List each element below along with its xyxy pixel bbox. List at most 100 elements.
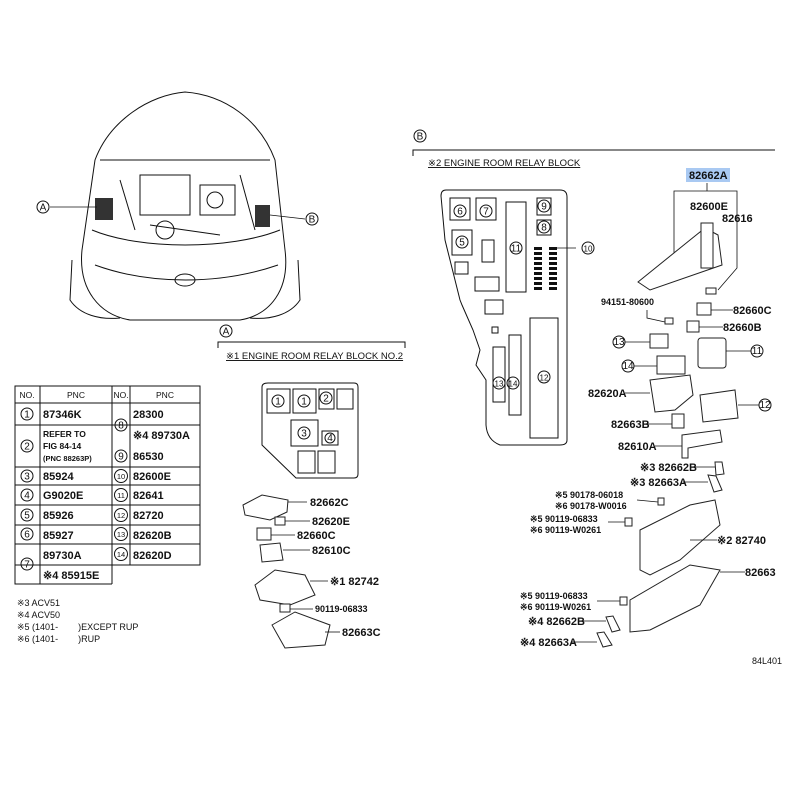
part-label[interactable]: 82662C — [310, 497, 349, 509]
part-label[interactable]: 82610C — [312, 545, 351, 557]
part-label[interactable]: 90119-06833 — [315, 604, 368, 614]
part-label[interactable]: 82620E — [312, 516, 350, 528]
row-number: 5 — [24, 511, 30, 522]
row-number: 3 — [24, 472, 30, 483]
callout-13: 13 — [613, 337, 625, 348]
part-label[interactable]: ※6 90178-W0016 — [555, 501, 627, 511]
part-label[interactable]: ※1 82742 — [330, 576, 379, 588]
slot-14: 14 — [509, 380, 518, 389]
slot-6: 6 — [457, 207, 463, 218]
part-label[interactable]: ※2 82740 — [717, 535, 766, 547]
part-label[interactable]: 82663B — [611, 419, 650, 431]
part-label[interactable]: ※6 90119-W0261 — [520, 602, 591, 612]
callout-11: 11 — [752, 346, 763, 357]
table-header: PNC — [67, 390, 85, 400]
callout-a-car: A — [36, 200, 50, 214]
relay-block-housing — [639, 499, 721, 576]
part-label[interactable]: 82616 — [722, 213, 753, 225]
pnc-cell: FIG 84-14 — [43, 441, 82, 451]
part-label[interactable]: ※4 82662B — [528, 616, 585, 628]
row-number: 4 — [24, 491, 30, 502]
pnc-cell: ※4 85915E — [43, 570, 99, 582]
footnote: ※5 (1401- )EXCEPT RUP — [17, 622, 138, 632]
pnc-cell: G9020E — [43, 490, 83, 502]
pnc-cell: 89730A — [43, 550, 82, 562]
relay-block-outline — [440, 189, 568, 446]
row-number: 10 — [117, 472, 125, 481]
row-number: 9 — [118, 452, 124, 463]
callout-b-car: B — [305, 212, 319, 226]
row-number: 8 — [118, 421, 124, 432]
row-number: 14 — [117, 550, 125, 559]
slot-12: 12 — [540, 374, 549, 383]
slot-8: 8 — [541, 223, 547, 234]
slot-1: 1 — [275, 397, 281, 408]
part-label[interactable]: 94151-80600 — [601, 297, 654, 307]
slot-11: 11 — [511, 244, 522, 255]
pnc-cell: 82720 — [133, 510, 164, 522]
pnc-cell: 28300 — [133, 409, 164, 421]
slot-13: 13 — [495, 380, 504, 389]
section-b: B ※2 ENGINE ROOM RELAY BLOCK 6 7 5 11 9 … — [412, 129, 782, 666]
row-number: 7 — [24, 560, 30, 571]
part-label[interactable]: 82620A — [588, 388, 627, 400]
footnote: ※4 ACV50 — [17, 610, 60, 620]
table-header: NO. — [19, 390, 34, 400]
footnote: ※6 (1401- )RUP — [17, 634, 100, 644]
part-label[interactable]: 82663 — [745, 567, 776, 579]
section-a: A ※1 ENGINE ROOM RELAY BLOCK NO.2 1 1 2 … — [217, 324, 406, 649]
pnc-cell: 87346K — [43, 409, 82, 421]
svg-text:A: A — [40, 203, 47, 214]
table-header: NO. — [113, 390, 128, 400]
section-b-callout: B — [417, 132, 424, 143]
row-number: 2 — [24, 442, 30, 453]
part-label[interactable]: 82660C — [297, 530, 336, 542]
highlight-box — [686, 168, 730, 182]
lower-bracket — [629, 564, 721, 633]
pnc-cell: 82620D — [133, 550, 172, 562]
section-a-callout: A — [223, 327, 230, 338]
row-number: 6 — [24, 530, 30, 541]
pnc-cell: 82641 — [133, 490, 164, 502]
footnotes: ※3 ACV51 ※4 ACV50 ※5 (1401- )EXCEPT RUP … — [17, 598, 138, 644]
fuse-array — [534, 247, 557, 290]
slot-1: 1 — [301, 397, 307, 408]
part-label[interactable]: 82660C — [733, 305, 772, 317]
section-b-title: ※2 ENGINE ROOM RELAY BLOCK — [428, 158, 581, 169]
row-number: 1 — [24, 410, 30, 421]
pnc-cell: ※4 89730A — [133, 430, 190, 442]
row-number: 13 — [117, 530, 125, 539]
slot-7: 7 — [483, 207, 489, 218]
callout-12: 12 — [759, 400, 771, 411]
section-a-title: ※1 ENGINE ROOM RELAY BLOCK NO.2 — [226, 351, 403, 362]
callout-14: 14 — [622, 361, 634, 372]
pnc-cell: (PNC 88263P) — [43, 454, 92, 463]
part-label[interactable]: 82663C — [342, 627, 381, 639]
part-label-highlighted[interactable]: 82662A — [689, 170, 728, 182]
part-label[interactable]: 82660B — [723, 322, 762, 334]
figure-code: 84L401 — [752, 656, 782, 666]
slot-3: 3 — [301, 429, 307, 440]
part-label[interactable]: ※6 90119-W0261 — [530, 525, 601, 535]
pnc-cell: 82620B — [133, 530, 172, 542]
part-label[interactable]: ※5 90178-06018 — [555, 490, 623, 500]
part-label[interactable]: ※3 82663A — [630, 477, 687, 489]
footnote: ※3 ACV51 — [17, 598, 60, 608]
part-label[interactable]: 82600E — [690, 201, 728, 213]
slot-2: 2 — [323, 394, 329, 405]
pnc-cell: 86530 — [133, 451, 164, 463]
slot-9: 9 — [541, 202, 547, 213]
part-label[interactable]: ※4 82663A — [520, 637, 577, 649]
part-label[interactable]: ※5 90119-06833 — [520, 591, 588, 601]
pnc-cell: 82600E — [133, 471, 171, 483]
part-label[interactable]: 82610A — [618, 441, 657, 453]
slot-5: 5 — [459, 238, 465, 249]
pnc-cell: 85926 — [43, 510, 74, 522]
row-number: 11 — [117, 491, 125, 500]
svg-text:B: B — [309, 215, 316, 226]
part-label[interactable]: ※5 90119-06833 — [530, 514, 598, 524]
relay-block-no2-outline — [261, 382, 359, 479]
part-label[interactable]: ※3 82662B — [640, 462, 697, 474]
